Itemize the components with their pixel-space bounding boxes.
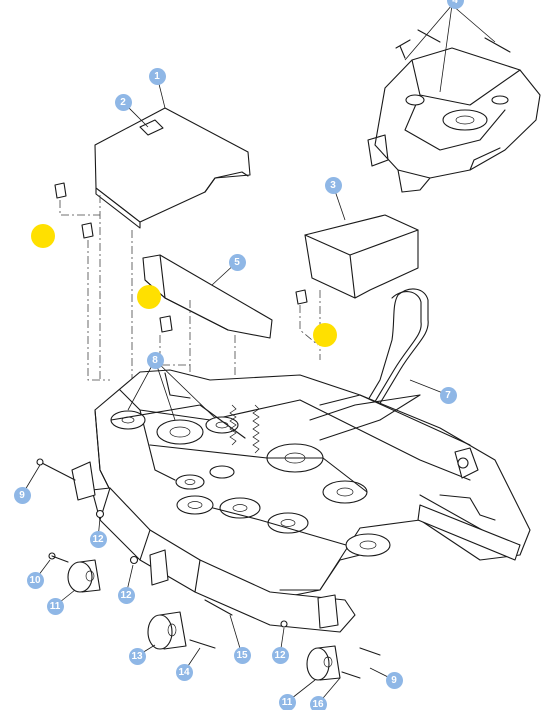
callout-12[interactable]: 12: [117, 586, 135, 604]
tension-springs: [229, 394, 421, 454]
callout-3[interactable]: 3: [324, 176, 342, 194]
callout-5[interactable]: 5: [228, 253, 246, 271]
callout-1[interactable]: 1: [148, 67, 166, 85]
callout-8[interactable]: 8: [146, 351, 164, 369]
callout-9[interactable]: 9: [13, 486, 31, 504]
callout-13[interactable]: 13: [128, 647, 146, 665]
highlight-marker: [31, 224, 55, 248]
callout-11[interactable]: 11: [278, 693, 296, 710]
deck-skirt: [71, 461, 521, 633]
left-belt-cover: [94, 107, 251, 229]
callout-2[interactable]: 2: [114, 93, 132, 111]
mower-deck: [94, 369, 531, 599]
callout-14[interactable]: 14: [175, 663, 193, 681]
callout-7[interactable]: 7: [439, 386, 457, 404]
highlight-marker: [313, 323, 337, 347]
hardware-parts: [36, 458, 381, 681]
callout-4[interactable]: 4: [446, 0, 464, 9]
spindle-pulleys: [110, 404, 391, 557]
deck-mount-inset: [367, 4, 541, 193]
right-belt-cover: [295, 214, 419, 305]
highlight-marker: [137, 285, 161, 309]
callout-16[interactable]: 16: [309, 695, 327, 710]
cover-knobs-left: [54, 182, 94, 239]
callout-9[interactable]: 9: [385, 671, 403, 689]
callout-12[interactable]: 12: [271, 646, 289, 664]
center-shield: [142, 254, 273, 339]
callout-12[interactable]: 12: [89, 530, 107, 548]
callout-11[interactable]: 11: [46, 597, 64, 615]
callout-15[interactable]: 15: [233, 646, 251, 664]
drive-belt: [329, 288, 429, 476]
callout-10[interactable]: 10: [26, 571, 44, 589]
